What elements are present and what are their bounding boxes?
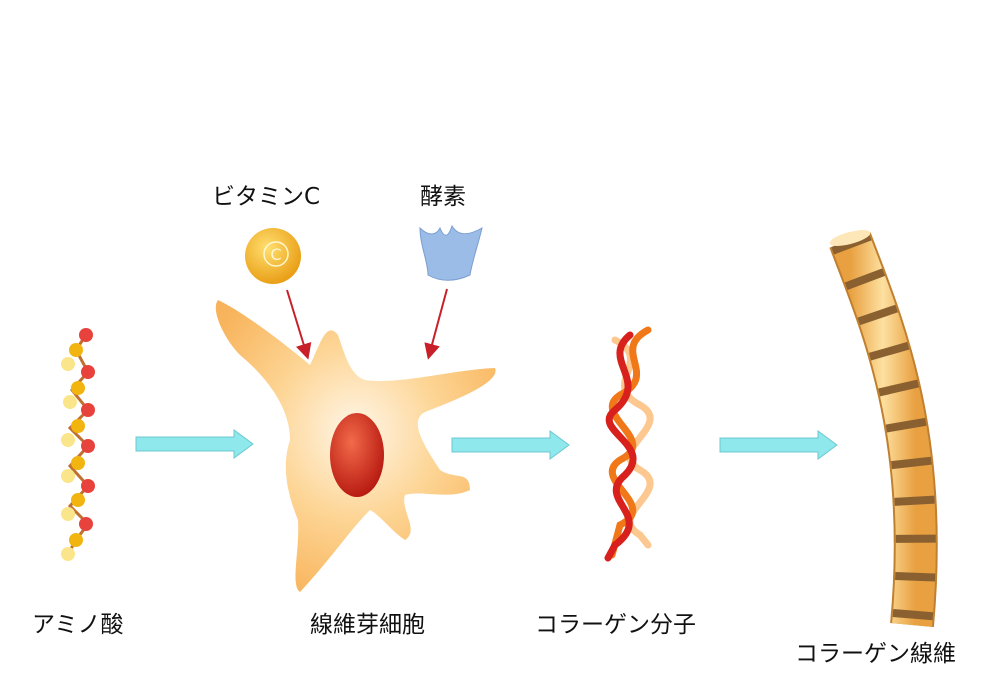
label-fibroblast: 線維芽細胞 — [310, 612, 425, 638]
nucleus — [330, 413, 384, 497]
amino-acid-chain — [61, 328, 95, 561]
flow-arrow-1 — [135, 429, 254, 459]
enzyme-pointer-arrow — [424, 288, 448, 360]
vitamin-c-letter: C — [270, 245, 281, 264]
collagen-fiber — [829, 230, 938, 628]
label-vitamin-c: ビタミンC — [212, 184, 321, 210]
vitamin-c-molecule: C — [245, 228, 301, 284]
collagen-triple-helix — [604, 326, 654, 562]
flow-arrow-3 — [719, 430, 838, 460]
label-collagen-molecule: コラーゲン分子 — [535, 612, 696, 638]
enzyme-icon — [419, 224, 483, 281]
flow-arrow-2 — [451, 430, 570, 460]
vitamin-pointer-arrow — [286, 289, 312, 360]
label-amino-acid: アミノ酸 — [32, 612, 124, 638]
fibroblast-cell — [215, 300, 496, 592]
label-collagen-fiber: コラーゲン線維 — [795, 641, 956, 667]
label-enzyme: 酵素 — [420, 184, 466, 210]
